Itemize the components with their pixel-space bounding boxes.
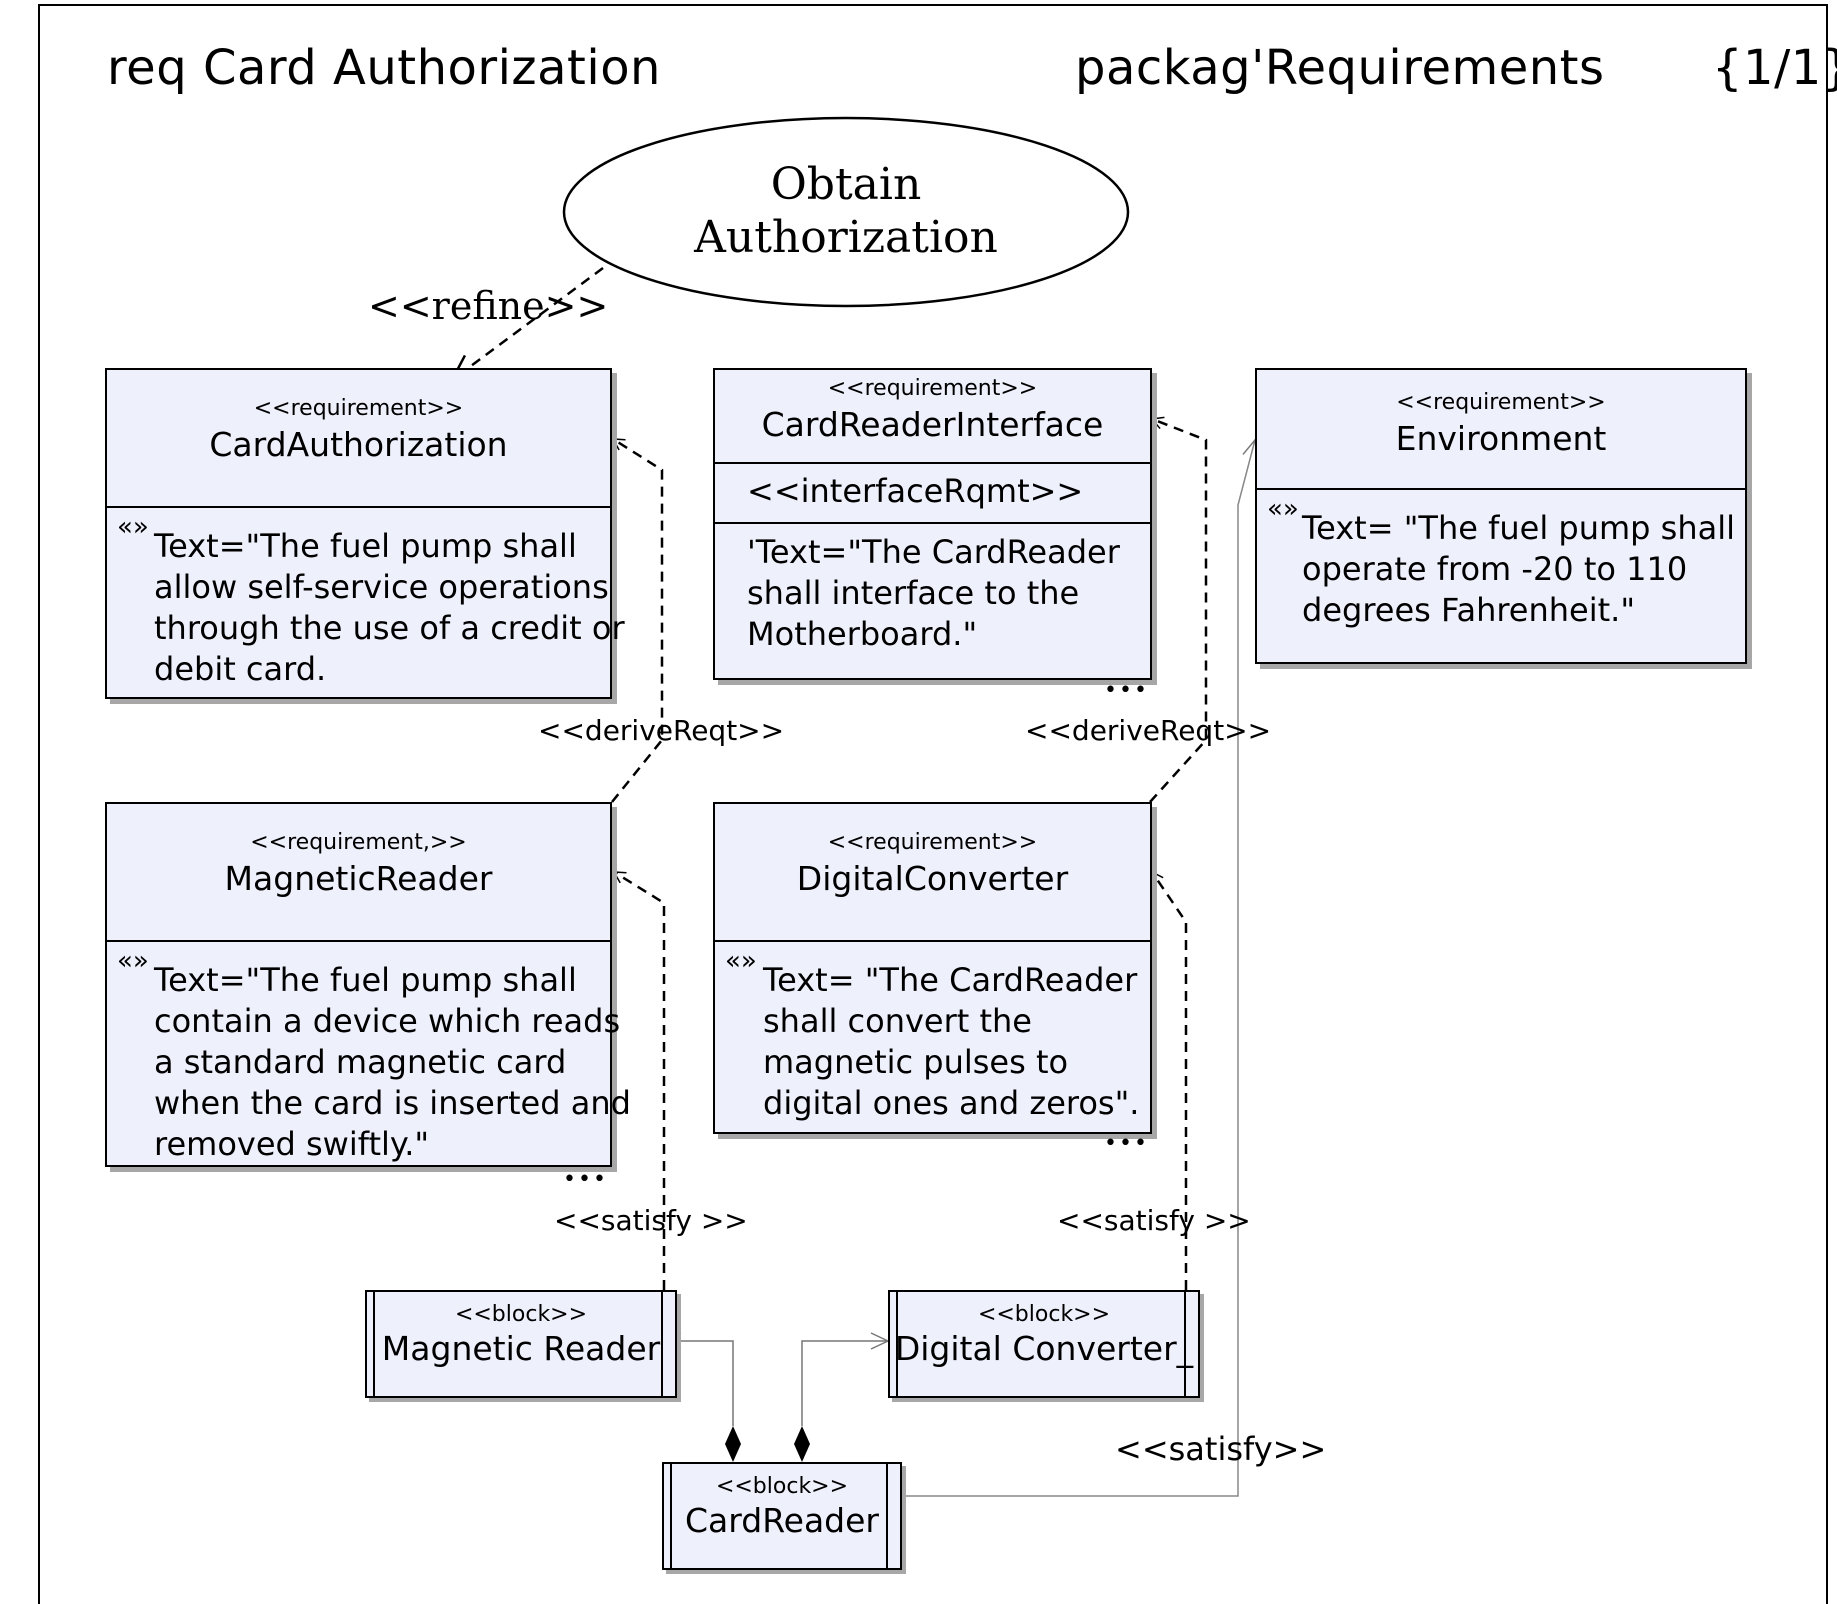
requirement-text-line: Text="The fuel pump shall [154, 527, 577, 565]
requirement-text-line: degrees Fahrenheit." [1302, 591, 1636, 629]
requirement-text-line: contain a device which reads [154, 1002, 621, 1040]
requirement-text-line: through the use of a credit or [154, 609, 625, 647]
requirement-text-line: 'Text="The CardReader [747, 533, 1120, 571]
composition-connector-magnetic-reader[interactable] [662, 1332, 734, 1426]
requirement-name: DigitalConverter [796, 859, 1069, 898]
derive-label-left: <<deriveReqt>> [538, 714, 785, 747]
diagram-title: req Card Authorization [107, 40, 661, 96]
use-case-obtain-authorization[interactable] [562, 116, 1130, 308]
derive-label-right: <<deriveReqt>> [1025, 714, 1272, 747]
requirement-text-line: shall interface to the [747, 574, 1080, 612]
requirement-name: CardReaderInterface [761, 405, 1104, 444]
requirement-name: MagneticReader [224, 859, 493, 898]
composition-connector-digital-converter[interactable] [801, 1332, 890, 1426]
requirement-text-line: Motherboard." [747, 615, 978, 653]
requirement-environment[interactable]: <<requirement>> Environment «» Text= "Th… [1255, 368, 1747, 664]
stereotype-label: <<requirement>> [827, 376, 1038, 401]
requirement-text-line: debit card. [154, 650, 327, 688]
block-name: CardReader [685, 1501, 879, 1540]
requirement-name: Environment [1395, 419, 1607, 458]
requirement-card-authorization[interactable]: <<requirement>> CardAuthorization «» Tex… [105, 368, 625, 699]
requirement-name: CardAuthorization [209, 425, 508, 464]
guillemets-marker: «» [1267, 494, 1299, 524]
stereotype-label: <<requirement>> [827, 830, 1038, 855]
requirement-text-line: Text="The fuel pump shall [154, 961, 577, 999]
derive-connector-right[interactable] [1149, 416, 1208, 803]
stereotype-label: <<requirement>> [1396, 390, 1606, 415]
derive-connector-left[interactable] [611, 437, 664, 803]
satisfy-connector-environment[interactable] [905, 438, 1260, 1497]
block-digital-converter[interactable]: <<block>> Digital Converter_ [888, 1290, 1200, 1398]
requirement-text-line: Text= "The CardReader [763, 961, 1138, 999]
guillemets-marker: «» [725, 946, 757, 976]
composition-diamond-digital-converter [794, 1426, 810, 1462]
requirement-text-line: when the card is inserted and [154, 1084, 631, 1122]
refine-label: <<refine>> [368, 284, 609, 328]
requirement-text-line: Text= "The fuel pump shall [1302, 509, 1735, 547]
stereotype-label: <<block>> [715, 1474, 849, 1499]
more-compartments-icon[interactable]: ••• [1104, 1131, 1149, 1156]
requirement-magnetic-reader[interactable]: <<requirement,>> MagneticReader «» Text=… [105, 802, 631, 1167]
stereotype-label: <<requirement>> [253, 396, 464, 421]
use-case-label: Obtain Authorization [690, 158, 1002, 264]
stereotype-label: <<requirement,>> [250, 830, 467, 855]
requirement-text-line: digital ones and zeros". [763, 1084, 1140, 1122]
satisfy-connector-left[interactable] [612, 870, 666, 1290]
diagram-package: packag'Requirements [1075, 40, 1605, 96]
satisfy-label-environment: <<satisfy>> [1115, 1430, 1327, 1468]
stereotype-label: <<block>> [977, 1302, 1111, 1327]
requirement-text-line: a standard magnetic card [154, 1043, 567, 1081]
use-case-label-line-1: Obtain [770, 159, 922, 210]
requirement-text-line: shall convert the [763, 1002, 1032, 1040]
refine-connector[interactable] [452, 266, 604, 380]
stereotype-label: <<block>> [454, 1302, 588, 1327]
requirement-card-reader-interface[interactable]: <<requirement>> CardReaderInterface <<in… [713, 368, 1152, 680]
requirement-digital-converter[interactable]: <<requirement>> DigitalConverter «» Text… [713, 802, 1152, 1134]
guillemets-marker: «» [117, 512, 149, 542]
guillemets-marker: «» [117, 946, 149, 976]
block-magnetic-reader[interactable]: <<block>> Magnetic Reader [365, 1290, 677, 1398]
requirement-text-line: operate from -20 to 110 [1302, 550, 1688, 588]
requirement-text-line: allow self-service operations [154, 568, 609, 606]
more-compartments-icon[interactable]: ••• [1104, 678, 1149, 703]
requirement-text-line: removed swiftly." [154, 1125, 430, 1163]
block-card-reader[interactable]: <<block>> CardReader [662, 1462, 902, 1570]
diagram-page-number: {1/1} [1712, 40, 1837, 96]
diagram-frame [38, 4, 1828, 1604]
block-name: Digital Converter_ [894, 1329, 1194, 1368]
satisfy-label-right: <<satisfy >> [1057, 1204, 1251, 1237]
interface-compartment: <<interfaceRqmt>> [715, 464, 1150, 524]
more-compartments-icon[interactable]: ••• [563, 1167, 608, 1192]
requirement-text-line: magnetic pulses to [763, 1043, 1069, 1081]
block-name: Magnetic Reader [381, 1329, 661, 1368]
satisfy-connector-right[interactable] [1150, 870, 1188, 1290]
use-case-label-line-2: Authorization [694, 212, 998, 263]
composition-diamond-magnetic-reader [725, 1426, 741, 1462]
satisfy-label-left: <<satisfy >> [554, 1204, 748, 1237]
